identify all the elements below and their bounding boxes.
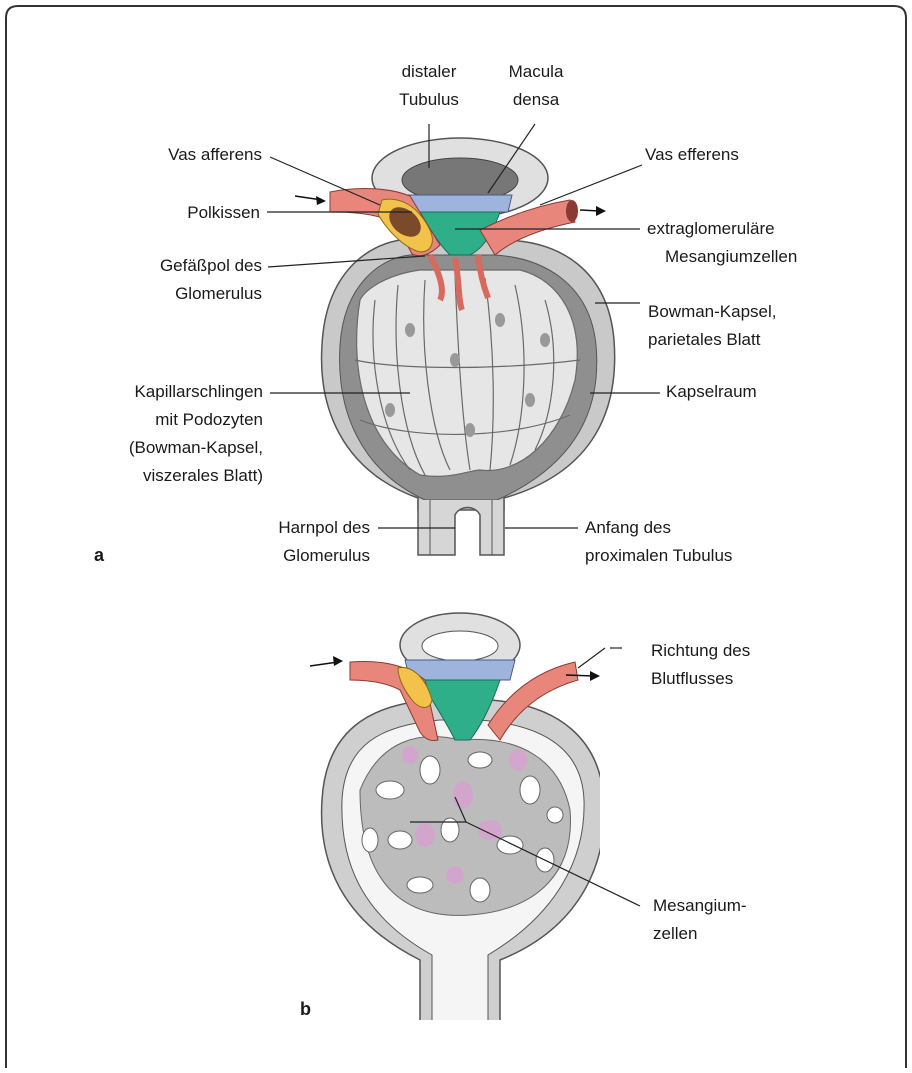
label-mesangial-cells: Mesangium-zellen — [653, 896, 747, 943]
label-polkissen: Polkissen — [187, 203, 260, 222]
macula-densa — [408, 195, 512, 212]
capillary-network — [360, 737, 570, 916]
efferent-flow-arrow-b — [566, 675, 594, 676]
panel-letter-b: b — [300, 999, 311, 1019]
label-vas-efferens: Vas efferens — [645, 145, 739, 164]
label-bowman-parietal: Bowman-Kapsel,parietales Blatt — [648, 302, 777, 349]
panel-letter-a: a — [94, 545, 105, 565]
label-capsular-space: Kapselraum — [666, 382, 757, 401]
panel-a-illustration — [295, 138, 615, 555]
label-vas-afferens: Vas afferens — [168, 145, 262, 164]
